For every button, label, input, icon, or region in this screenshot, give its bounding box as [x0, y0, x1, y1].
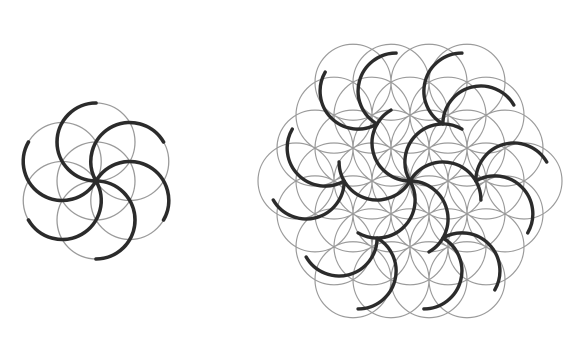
six-petal-rosette-figure	[23, 103, 169, 259]
flower-of-life-figure	[258, 44, 562, 317]
